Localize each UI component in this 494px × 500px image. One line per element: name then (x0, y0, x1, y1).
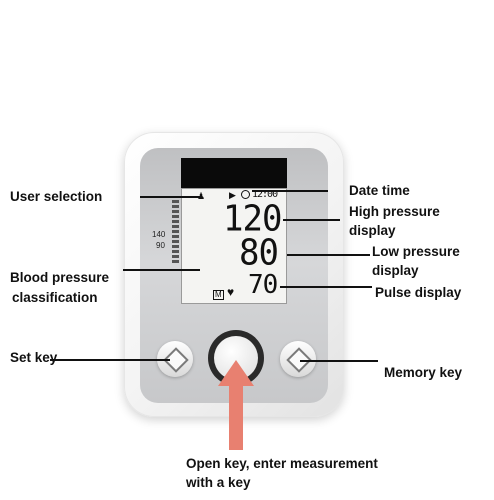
label-user-selection: User selection (10, 189, 103, 204)
scale-label-140: 140 (152, 230, 166, 239)
label-bp-classification-2: classification (12, 290, 98, 305)
diastolic-readout: 80 (239, 232, 279, 274)
label-open-key: Open key, enter measurement (186, 456, 378, 471)
label-low-pressure: Low pressure (372, 244, 460, 259)
scale-tick (172, 245, 179, 248)
lcd-display: ♟ ▶ 12:00 120 80 70 M ♥ (181, 188, 287, 304)
arrow-up (218, 360, 254, 450)
label-high-pressure: High pressure (349, 204, 440, 219)
label-set-key: Set key (10, 350, 58, 365)
pulse-readout: 70 (248, 270, 278, 300)
label-bp-classification: Blood pressure (10, 270, 110, 285)
display-bezel (181, 158, 287, 188)
scale-tick (172, 220, 179, 223)
systolic-readout: 120 (223, 198, 282, 240)
scale-tick (172, 210, 179, 213)
memory-indicator: M (213, 290, 224, 300)
scale-tick (172, 215, 179, 218)
scale-tick (172, 240, 179, 243)
time-readout: 12:00 (252, 189, 278, 200)
label-pulse-display: Pulse display (375, 285, 462, 300)
scale-tick (172, 235, 179, 238)
scale-tick (172, 225, 179, 228)
scale-tick (172, 205, 179, 208)
scale-tick (172, 260, 179, 263)
scale-tick (172, 250, 179, 253)
label-open-key-2: with a key (186, 475, 251, 490)
label-high-pressure-display: display (349, 223, 396, 238)
scale-tick (172, 255, 179, 258)
heart-icon: ♥ (227, 285, 235, 299)
user-icon: ♟ (197, 191, 206, 201)
speaker-icon: ▶ (229, 190, 236, 200)
label-low-pressure-display: display (372, 263, 419, 278)
memory-key-button[interactable] (280, 341, 316, 377)
label-date-time: Date time (349, 183, 410, 198)
scale-label-90: 90 (156, 241, 165, 250)
clock-icon (241, 190, 250, 199)
label-memory-key: Memory key (384, 365, 463, 380)
scale-tick (172, 200, 179, 203)
scale-tick (172, 230, 179, 233)
